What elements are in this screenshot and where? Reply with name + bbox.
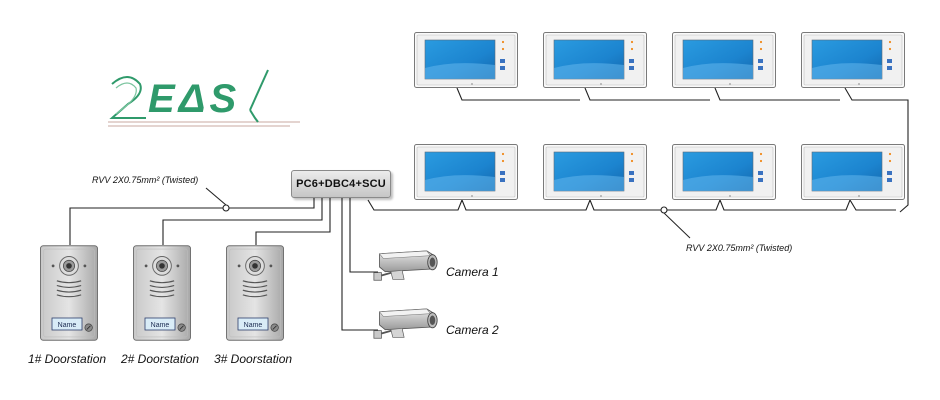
cable-note-left: RVV 2X0.75mm² (Twisted)	[92, 175, 199, 185]
logo-text: EΔS	[148, 77, 240, 121]
monitor	[414, 32, 518, 88]
camera-2	[372, 307, 439, 340]
doorstation-1: Name	[40, 245, 98, 341]
doorstation-name-tag: Name	[244, 322, 263, 329]
doorstation-name-tag: Name	[58, 322, 77, 329]
monitor-row-bottom	[414, 144, 905, 200]
monitor	[672, 32, 776, 88]
monitor-row-top	[414, 32, 905, 88]
monitor	[801, 32, 905, 88]
cable-note-right: RVV 2X0.75mm² (Twisted)	[686, 243, 793, 253]
doorstation-2-caption: 2# Doorstation	[121, 352, 200, 366]
top-row-wiring	[456, 87, 909, 213]
doorstation-2: Name	[133, 245, 191, 341]
controller-label: PC6+DBC4+SCU	[296, 178, 386, 190]
monitor	[414, 144, 518, 200]
doorstation-3: Name	[226, 245, 284, 341]
brand-logo: EΔS	[108, 69, 300, 127]
camera-1-label: Camera 1	[446, 265, 499, 279]
controller-box: PC6+DBC4+SCU	[291, 170, 391, 198]
doorstation-name-tag: Name	[151, 322, 170, 329]
bottom-row-wiring	[367, 198, 896, 214]
monitor	[543, 144, 647, 200]
camera-1	[372, 249, 439, 282]
doorstation-wiring	[69, 187, 331, 245]
doorstation-1-caption: 1# Doorstation	[28, 352, 107, 366]
monitor	[672, 144, 776, 200]
camera-2-label: Camera 2	[446, 323, 499, 337]
monitor	[543, 32, 647, 88]
monitor	[801, 144, 905, 200]
camera-wiring	[341, 198, 378, 331]
doorstation-3-caption: 3# Doorstation	[214, 352, 293, 366]
